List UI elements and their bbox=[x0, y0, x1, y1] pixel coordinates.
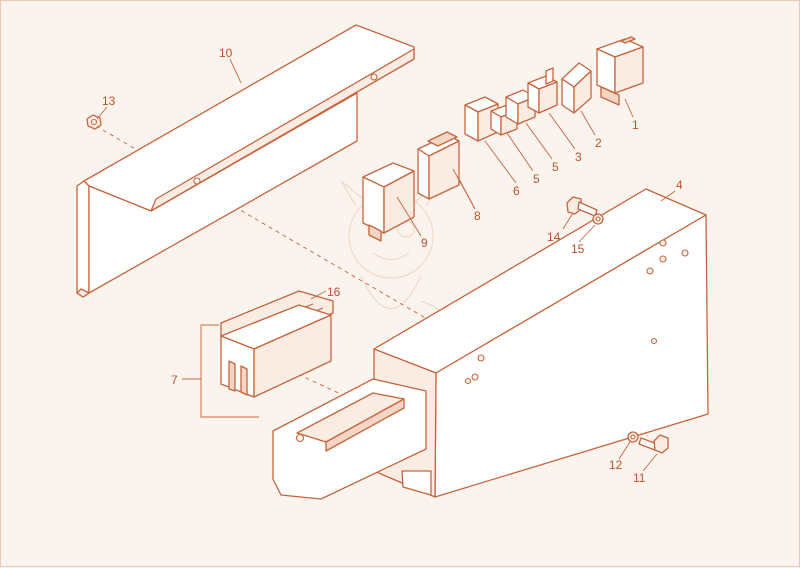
callout-15: 15 bbox=[571, 242, 585, 256]
part-11-bolt bbox=[638, 434, 669, 454]
part-10-cover-bracket bbox=[76, 24, 415, 298]
callout-6: 6 bbox=[513, 184, 520, 198]
part-15-washer bbox=[592, 213, 604, 225]
callout-3: 3 bbox=[575, 150, 582, 164]
callout-9: 9 bbox=[421, 236, 428, 250]
callout-2: 2 bbox=[595, 136, 602, 150]
part-14-bolt bbox=[566, 196, 598, 217]
callout-13: 13 bbox=[102, 94, 116, 108]
callout-4: 4 bbox=[676, 178, 683, 192]
callout-16: 16 bbox=[327, 285, 341, 299]
callout-7: 7 bbox=[171, 373, 178, 387]
part-8-relay-pair bbox=[417, 131, 460, 200]
callout-11: 11 bbox=[633, 471, 646, 485]
part-9-relay bbox=[362, 162, 415, 242]
callout-5-rear: 5 bbox=[552, 160, 559, 174]
part-12-washer bbox=[627, 431, 639, 443]
part-4-chassis bbox=[272, 188, 709, 500]
leader-lines bbox=[96, 58, 676, 472]
callout-12: 12 bbox=[609, 458, 623, 472]
callout-1: 1 bbox=[632, 118, 639, 132]
part-3-relay bbox=[527, 67, 558, 114]
callout-8: 8 bbox=[474, 209, 481, 223]
callout-5-front: 5 bbox=[533, 172, 540, 186]
part-2-flasher bbox=[561, 62, 592, 114]
part-1-relay bbox=[596, 36, 644, 106]
callout-14: 14 bbox=[547, 230, 561, 244]
part-7-fuse-box bbox=[220, 304, 332, 398]
callout-10: 10 bbox=[219, 46, 233, 60]
callout-labels: 10 13 4 14 15 1 2 3 5 5 6 8 9 16 7 12 11 bbox=[102, 46, 683, 485]
